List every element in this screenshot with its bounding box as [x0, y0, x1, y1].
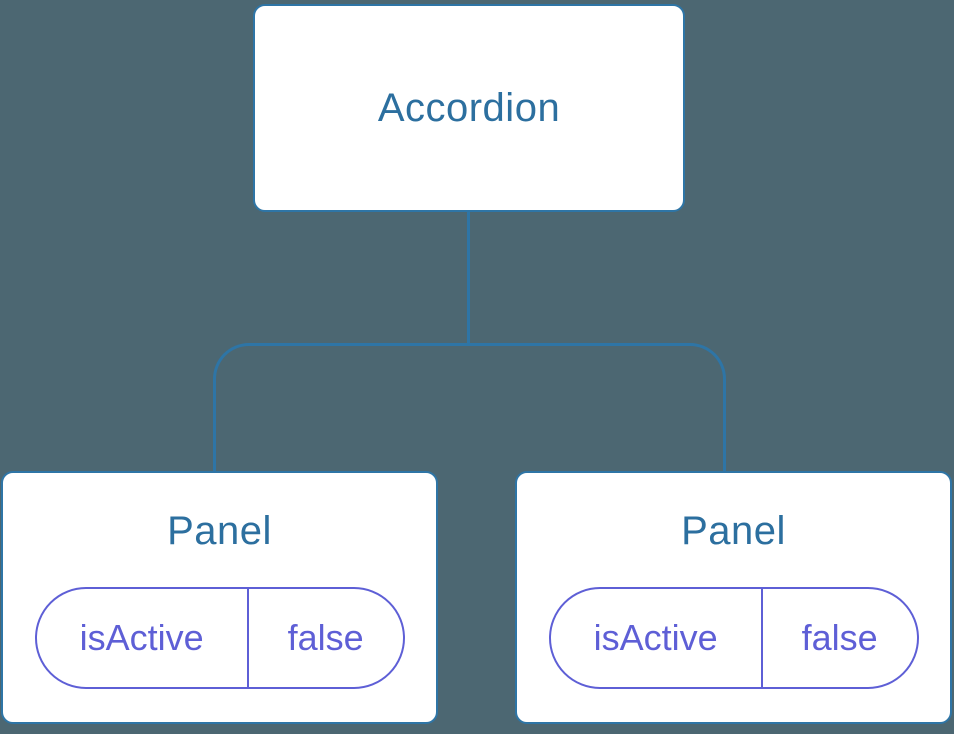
accordion-node: Accordion	[253, 4, 685, 212]
panel-node-label: Panel	[681, 509, 786, 553]
connector-stem	[467, 211, 470, 344]
state-name: isActive	[37, 589, 249, 687]
state-value: false	[287, 617, 364, 658]
state-pill: isActive false	[548, 587, 919, 689]
state-pill: isActive false	[34, 587, 405, 689]
panel-node-right: Panel isActive false	[515, 471, 952, 724]
panel-node-left: Panel isActive false	[1, 471, 438, 724]
state-value: false	[801, 617, 878, 658]
connector-bracket	[213, 343, 726, 471]
state-name: isActive	[551, 589, 763, 687]
panel-node-label: Panel	[167, 509, 272, 553]
accordion-node-label: Accordion	[377, 85, 561, 130]
